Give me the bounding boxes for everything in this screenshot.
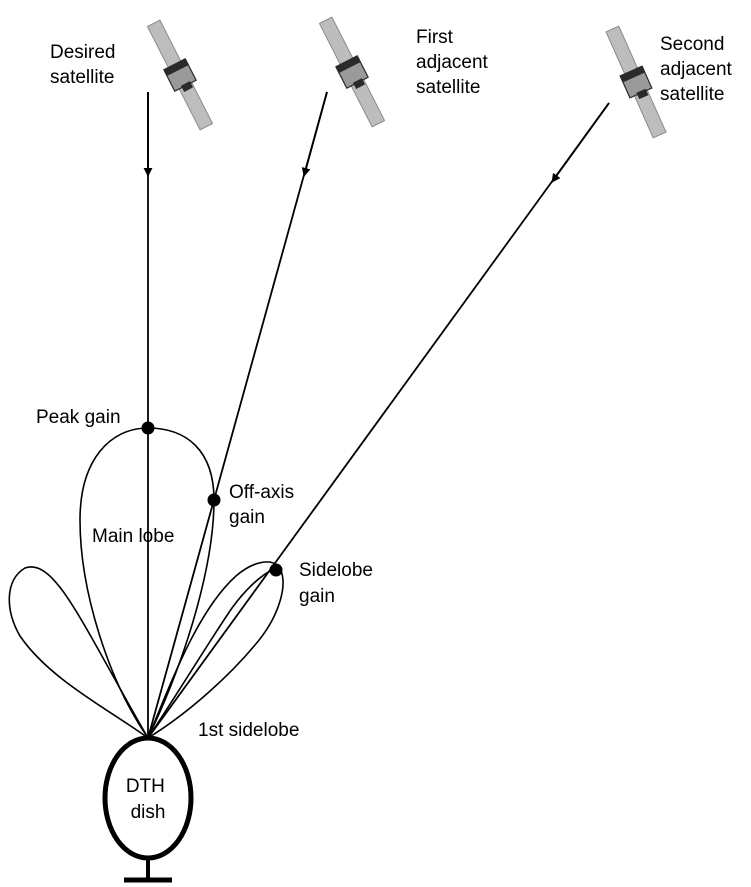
first-adjacent-arrow: [301, 91, 328, 177]
second-adjacent-ray: [147, 102, 610, 739]
second-adjacent-satellite-label: Second adjacent satellite: [660, 34, 737, 105]
desired-satellite-label: Desired satellite: [50, 42, 121, 88]
right-sidelobe-inner-outline: [147, 569, 273, 739]
first-adjacent-satellite-label: First adjacent satellite: [416, 27, 493, 98]
first-sidelobe-label: 1st sidelobe: [198, 720, 299, 741]
sidelobe-gain-point: [269, 563, 283, 577]
peak-gain-point: [141, 421, 155, 435]
off-axis-gain-label: Off-axis gain: [229, 482, 299, 528]
second-adjacent-arrow: [551, 102, 610, 183]
main-lobe-outline: [79, 427, 215, 740]
off-axis-gain-point: [207, 493, 221, 507]
peak-gain-label: Peak gain: [36, 407, 121, 428]
main-lobe-label: Main lobe: [92, 526, 174, 547]
sidelobe-gain-label: Sidelobe gain: [299, 560, 378, 607]
first-adjacent-satellite-icon: [314, 14, 390, 130]
left-sidelobe-outline: [8, 566, 149, 739]
dish-label: DTH dish: [126, 776, 170, 823]
first-adjacent-ray: [147, 91, 328, 739]
dth-dish: [102, 735, 194, 861]
desired-satellite-icon: [142, 17, 218, 133]
